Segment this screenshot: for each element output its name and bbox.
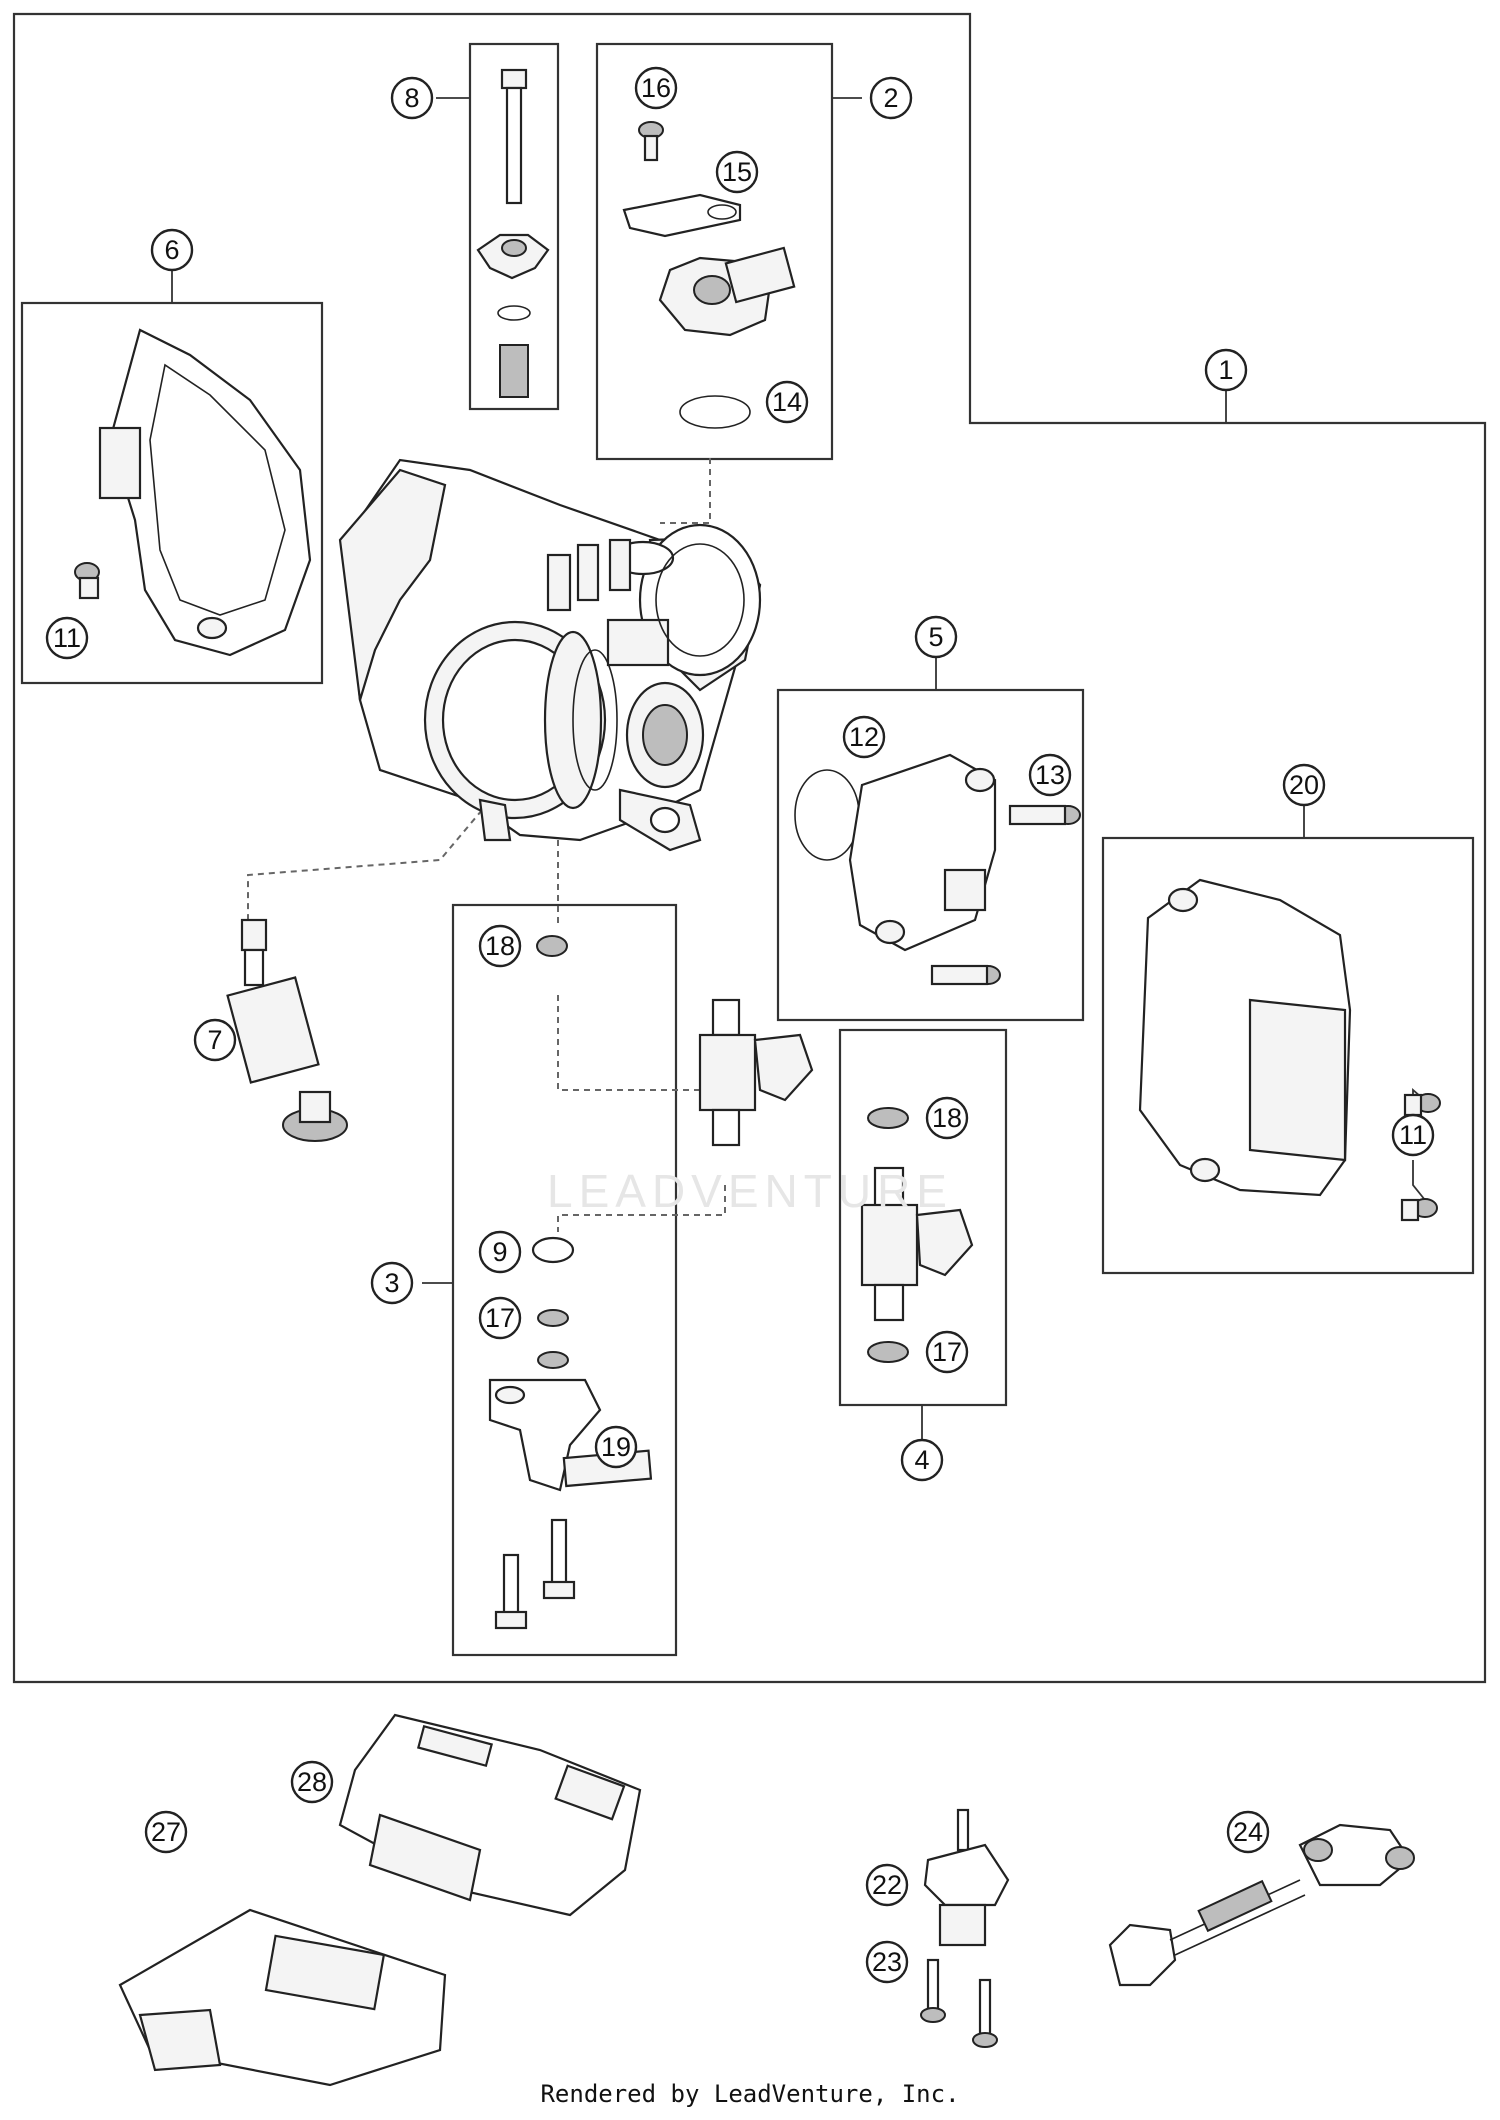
- svg-text:3: 3: [384, 1268, 399, 1298]
- assembly-2-frame: [595, 42, 834, 461]
- assembly-20-frame: [1101, 836, 1475, 1275]
- callout-24[interactable]: 24: [1226, 1810, 1270, 1854]
- callout-18-left[interactable]: 18: [478, 924, 522, 968]
- callout-18-right[interactable]: 18: [925, 1096, 969, 1140]
- sensor-22: [923, 1808, 1010, 1947]
- svg-text:20: 20: [1289, 770, 1319, 800]
- svg-text:5: 5: [928, 622, 943, 652]
- injector-kit: [860, 1107, 974, 1363]
- callout-17-right[interactable]: 17: [925, 1330, 969, 1374]
- callout-14[interactable]: 14: [765, 380, 809, 424]
- screw-11-left: [74, 562, 100, 600]
- svg-text:14: 14: [772, 387, 802, 417]
- svg-text:22: 22: [872, 1870, 902, 1900]
- svg-text:28: 28: [297, 1767, 327, 1797]
- position-sensor-kit: [794, 753, 1081, 986]
- part-7: [226, 918, 348, 1142]
- callout-19[interactable]: 19: [594, 1425, 638, 1469]
- svg-text:18: 18: [485, 931, 515, 961]
- callout-15[interactable]: 15: [715, 150, 759, 194]
- svg-text:27: 27: [151, 1817, 181, 1847]
- assembly-1-frame: [12, 12, 1487, 1684]
- callout-6[interactable]: 6: [150, 228, 194, 272]
- footer-credit: Rendered by LeadVenture, Inc.: [540, 2080, 960, 2108]
- svg-text:24: 24: [1233, 1817, 1263, 1847]
- screw-spring-kit: [476, 68, 550, 398]
- svg-text:17: 17: [932, 1337, 962, 1367]
- svg-text:9: 9: [492, 1237, 507, 1267]
- callout-28[interactable]: 28: [290, 1760, 334, 1804]
- cover-part: [98, 328, 312, 657]
- callout-16[interactable]: 16: [634, 66, 678, 110]
- assembly-8-frame: [468, 42, 560, 411]
- callout-11-left[interactable]: 11: [45, 616, 89, 660]
- svg-text:16: 16: [641, 73, 671, 103]
- callout-3[interactable]: 3: [370, 1261, 414, 1305]
- svg-text:2: 2: [883, 83, 898, 113]
- watermark: LEADVENTURE: [547, 1165, 953, 1217]
- callout-22[interactable]: 22: [865, 1863, 909, 1907]
- callout-17-left[interactable]: 17: [478, 1296, 522, 1340]
- callout-23[interactable]: 23: [865, 1940, 909, 1984]
- callout-27[interactable]: 27: [144, 1810, 188, 1854]
- assembly-5-frame: [776, 688, 1085, 1022]
- callout-5[interactable]: 5: [914, 615, 958, 659]
- svg-text:19: 19: [601, 1432, 631, 1462]
- sensor-20: [1138, 878, 1441, 1222]
- svg-text:11: 11: [53, 623, 81, 653]
- svg-text:15: 15: [722, 157, 752, 187]
- throttle-body: [338, 458, 762, 852]
- ecu-27: [118, 1908, 447, 2087]
- svg-text:7: 7: [207, 1025, 222, 1055]
- assembly-3-frame: [451, 903, 678, 1657]
- callout-7[interactable]: 7: [193, 1018, 237, 1062]
- svg-text:6: 6: [164, 235, 179, 265]
- assembly-4-frame: [838, 1028, 1008, 1407]
- callout-12[interactable]: 12: [842, 715, 886, 759]
- svg-text:4: 4: [914, 1445, 929, 1475]
- callout-11-right[interactable]: 11: [1391, 1113, 1435, 1157]
- callout-9[interactable]: 9: [478, 1230, 522, 1274]
- svg-text:11: 11: [1399, 1120, 1427, 1150]
- callout-13[interactable]: 13: [1028, 753, 1072, 797]
- svg-text:18: 18: [932, 1103, 962, 1133]
- svg-text:12: 12: [849, 722, 879, 752]
- ecu-28: [338, 1713, 642, 1917]
- sensor-24: [1108, 1823, 1415, 1987]
- callout-2[interactable]: 2: [869, 76, 913, 120]
- svg-text:23: 23: [872, 1947, 902, 1977]
- callout-1[interactable]: 1: [1204, 348, 1248, 392]
- injector-center: [698, 998, 814, 1147]
- svg-text:17: 17: [485, 1303, 515, 1333]
- svg-text:13: 13: [1035, 760, 1065, 790]
- screws-23: [920, 1958, 998, 2048]
- callout-20[interactable]: 20: [1282, 763, 1326, 807]
- callout-8[interactable]: 8: [390, 76, 434, 120]
- callout-4[interactable]: 4: [900, 1438, 944, 1482]
- throttle-sensor-kit: [622, 121, 796, 429]
- fuel-rail-kit: [488, 935, 653, 1630]
- svg-text:8: 8: [404, 83, 419, 113]
- svg-text:1: 1: [1218, 355, 1233, 385]
